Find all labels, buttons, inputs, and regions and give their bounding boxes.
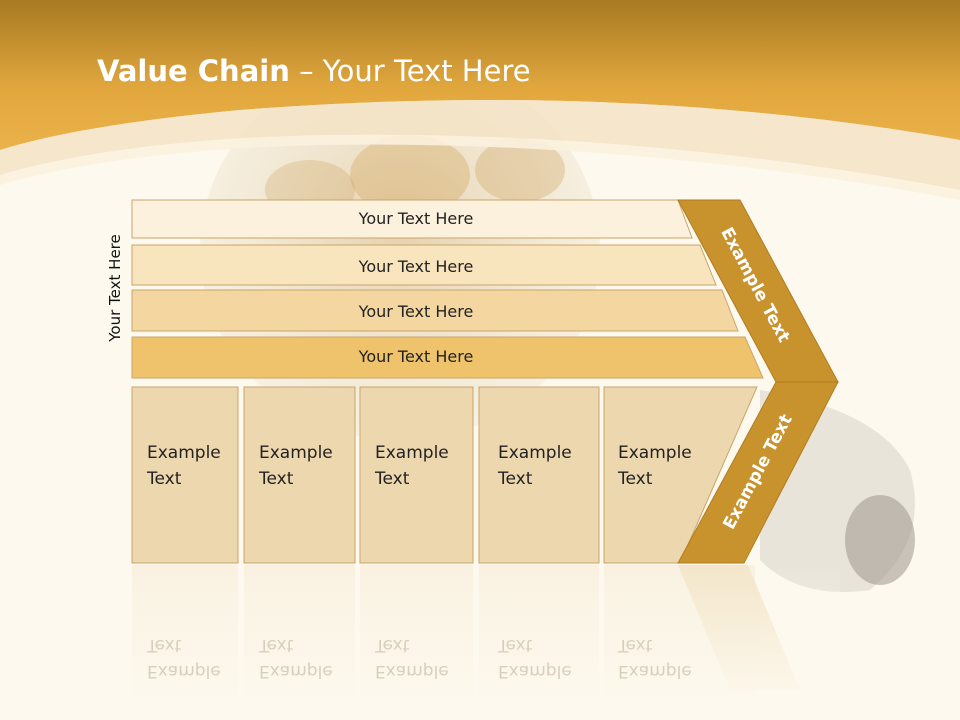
cell-reflection-2: Example Text <box>259 632 333 684</box>
cell-reflection-4: Example Text <box>498 632 572 684</box>
cell-reflection-3: Example Text <box>375 632 449 684</box>
cell-5-line2: Text <box>618 469 653 489</box>
reflection-1-line1: Example <box>147 661 221 681</box>
cell-box-2 <box>243 386 356 564</box>
row-label-3: Your Text Here <box>358 302 474 321</box>
row-band-2 <box>131 244 717 286</box>
row-label-4: Your Text Here <box>358 347 474 366</box>
cell-3-line2: Text <box>375 469 410 489</box>
row-band-1 <box>131 199 693 239</box>
cell-5-line1: Example <box>618 443 692 463</box>
row-label-1: Your Text Here <box>358 209 474 228</box>
reflection-3-line2: Text <box>375 635 410 655</box>
title-rest: – Your Text Here <box>289 54 531 88</box>
row-label-2: Your Text Here <box>358 257 474 276</box>
slide-title: Value Chain – Your Text Here <box>97 54 531 88</box>
cell-1-line1: Example <box>147 443 221 463</box>
row-band-4 <box>131 336 764 379</box>
reflection-2-line2: Text <box>259 635 294 655</box>
arrow-lower <box>677 381 839 564</box>
cell-box-1 <box>131 386 239 564</box>
reflection-2-line1: Example <box>259 661 333 681</box>
cell-2-line1: Example <box>259 443 333 463</box>
reflection-1-line2: Text <box>147 635 182 655</box>
cell-box-4 <box>478 386 600 564</box>
reflection-5-line1: Example <box>618 661 692 681</box>
row-band-3 <box>131 289 739 332</box>
reflection-5-line2: Text <box>618 635 653 655</box>
cell-3-line1: Example <box>375 443 449 463</box>
cell-4-line1: Example <box>498 443 572 463</box>
cell-reflection-5: Example Text <box>618 632 692 684</box>
cell-reflection-1: Example Text <box>147 632 221 684</box>
reflection-4-line1: Example <box>498 661 572 681</box>
reflection-3-line1: Example <box>375 661 449 681</box>
reflection-4-line2: Text <box>498 635 533 655</box>
cell-2-line2: Text <box>259 469 294 489</box>
cell-box-3 <box>359 386 474 564</box>
cell-4-line2: Text <box>498 469 533 489</box>
cell-1-line2: Text <box>147 469 182 489</box>
title-bold: Value Chain <box>97 54 290 88</box>
